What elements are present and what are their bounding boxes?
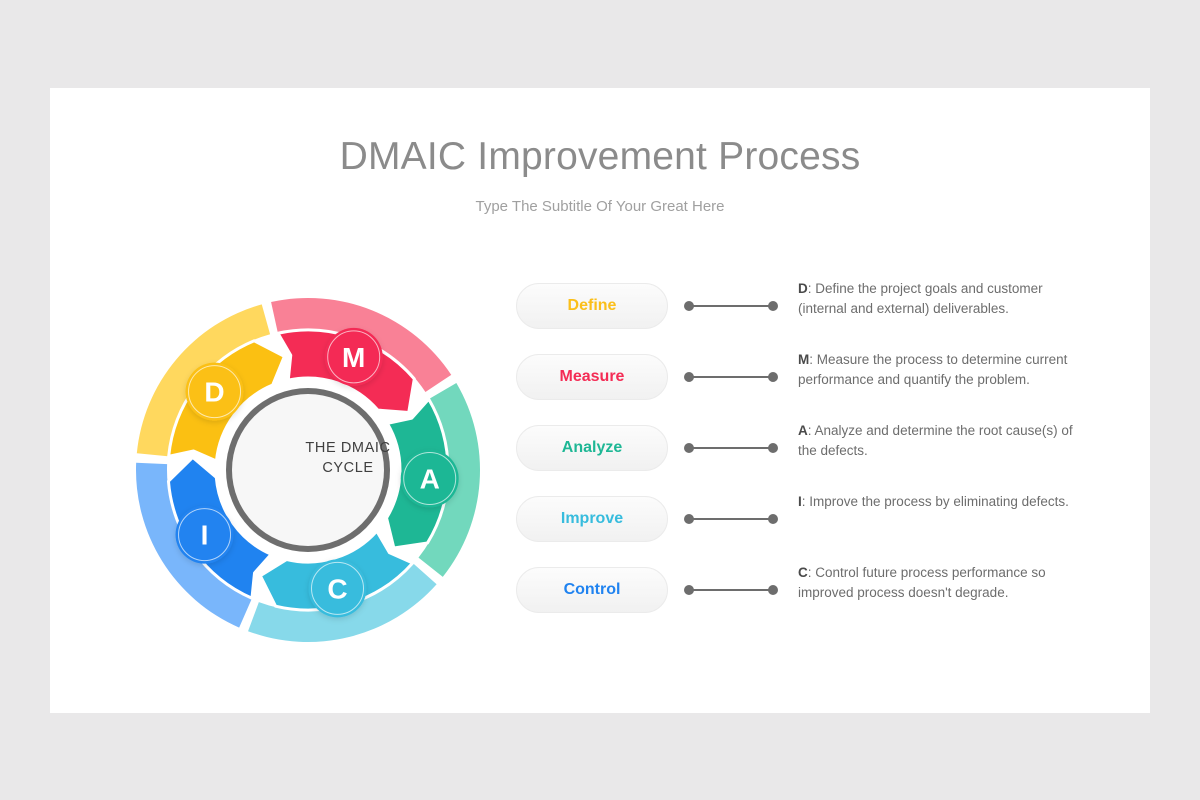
dmaic-items-list: Define D: Define the project goals and cu…	[516, 281, 1136, 638]
letter-badge-analyze[interactable]: A	[400, 449, 459, 508]
connector-dot-left	[684, 514, 694, 524]
pill-analyze[interactable]: Analyze	[516, 425, 668, 471]
letter-badge-control[interactable]: C	[308, 559, 367, 618]
description-control: C: Control future process performance so…	[798, 565, 1046, 600]
pill-measure[interactable]: Measure	[516, 354, 668, 400]
connector-stroke	[689, 518, 773, 520]
connector-line	[684, 512, 778, 526]
connector-dot-left	[684, 372, 694, 382]
wheel-outer-arc-improve[interactable]	[135, 462, 252, 628]
connector-line	[684, 370, 778, 384]
letter-badge-define[interactable]: D	[185, 362, 244, 421]
letter-badge-text-define: D	[204, 377, 224, 408]
connector-dot-right	[768, 514, 778, 524]
letter-badge-disc-analyze	[400, 449, 459, 508]
description-analyze: A: Analyze and determine the root cause(…	[798, 423, 1073, 458]
pill-control[interactable]: Control	[516, 567, 668, 613]
letter-badge-disc-improve	[175, 505, 234, 564]
connector-dot-right	[768, 372, 778, 382]
description-prefix: A	[798, 423, 808, 438]
center-disc	[232, 394, 384, 546]
letter-badge-text-analyze: A	[420, 464, 440, 495]
letter-badge-disc-define	[185, 362, 244, 421]
connector-dot-right	[768, 301, 778, 311]
dmaic-item-row: Analyze A: Analyze and determine the root…	[516, 423, 1136, 496]
connector-dot-left	[684, 585, 694, 595]
wheel-outer-arc-control[interactable]	[248, 563, 437, 642]
dmaic-wheel-svg: D M A C I	[135, 297, 481, 642]
connector-dot-left	[684, 443, 694, 453]
connector-stroke	[689, 376, 773, 378]
letter-badge-disc-measure	[324, 327, 383, 386]
description-prefix: D	[798, 281, 808, 296]
dmaic-item-row: Improve I: Improve the process by elimina…	[516, 494, 1136, 567]
connector-line	[684, 299, 778, 313]
connector-line	[684, 583, 778, 597]
connector-dot-left	[684, 301, 694, 311]
connector-stroke	[689, 447, 773, 449]
description-prefix: M	[798, 352, 810, 367]
connector-stroke	[689, 589, 773, 591]
connector-dot-right	[768, 585, 778, 595]
wheel-letter-badges: D M A C I	[175, 327, 459, 618]
letter-badge-ring-define	[188, 365, 242, 419]
connector-stroke	[689, 305, 773, 307]
pill-improve[interactable]: Improve	[516, 496, 668, 542]
description-prefix: C	[798, 565, 808, 580]
dmaic-item-row: Define D: Define the project goals and cu…	[516, 281, 1136, 354]
connector-dot-right	[768, 443, 778, 453]
letter-badge-ring-control	[311, 561, 365, 615]
pill-define[interactable]: Define	[516, 283, 668, 329]
page-title: DMAIC Improvement Process	[339, 135, 861, 178]
slide-canvas: DMAIC Improvement Process Type The Subti…	[50, 88, 1150, 713]
page-subtitle: Type The Subtitle Of Your Great Here	[475, 198, 725, 215]
letter-badge-measure[interactable]: M	[324, 327, 383, 386]
description-define: D: Define the project goals and customer…	[798, 281, 1043, 316]
dmaic-item-row: Measure M: Measure the process to determi…	[516, 352, 1136, 425]
wheel-outer-arc-define[interactable]	[136, 304, 271, 457]
letter-badge-text-improve: I	[201, 520, 209, 551]
connector-line	[684, 441, 778, 455]
letter-badge-text-measure: M	[342, 342, 365, 373]
letter-badge-improve[interactable]: I	[175, 505, 234, 564]
description-prefix: I	[798, 494, 802, 509]
description-improve: I: Improve the process by eliminating de…	[798, 494, 1069, 509]
letter-badge-ring-improve	[178, 508, 232, 562]
letter-badge-ring-analyze	[403, 452, 457, 506]
dmaic-item-row: Control C: Control future process perform…	[516, 565, 1136, 638]
letter-badge-ring-measure	[327, 330, 381, 384]
description-measure: M: Measure the process to determine curr…	[798, 352, 1068, 387]
letter-badge-text-control: C	[327, 573, 347, 604]
letter-badge-disc-control	[308, 559, 367, 618]
